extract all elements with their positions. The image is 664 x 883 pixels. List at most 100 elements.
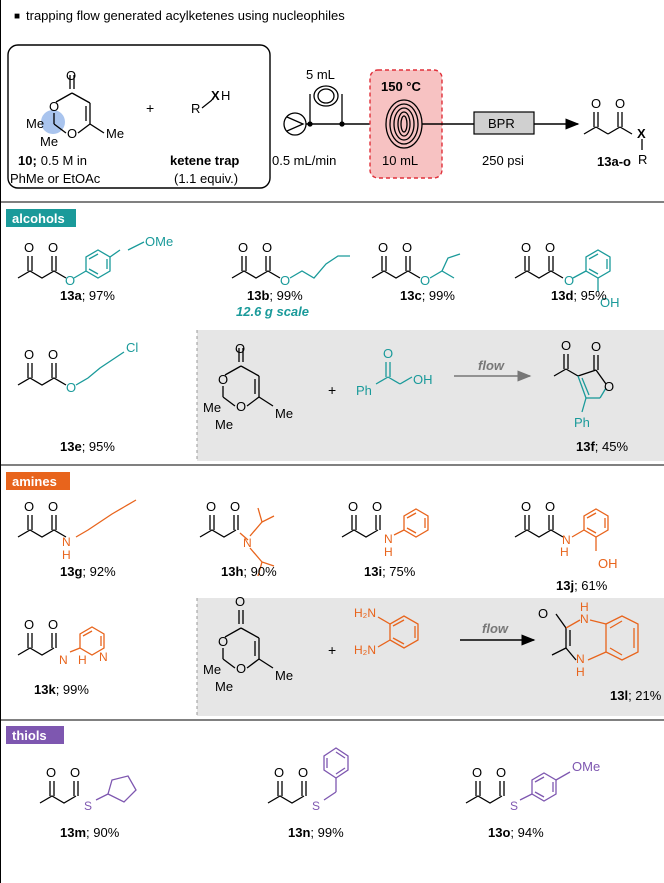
atom-O: O <box>218 634 228 649</box>
panel-13f <box>197 330 664 461</box>
compound-label-13o: 13o; 94% <box>488 825 544 840</box>
compound-label-13i: 13i; 75% <box>364 564 416 579</box>
atom-N: N <box>580 612 589 626</box>
pressure-label: 250 psi <box>482 153 524 168</box>
reagent-solvent: PhMe or EtOAc <box>10 171 101 186</box>
section-label: amines <box>12 474 57 489</box>
structure-13h <box>199 507 275 577</box>
atom-O: O <box>65 273 75 288</box>
atom-S: S <box>84 799 92 813</box>
hydroxyacetophenone <box>375 362 413 385</box>
reagent-box <box>7 44 271 189</box>
ph-label: Ph <box>574 415 590 430</box>
atom-N: N <box>59 653 68 667</box>
structure-13m <box>39 775 137 804</box>
compound-label-13l: 13l; 21% <box>610 688 662 703</box>
atom-O: O <box>48 347 58 362</box>
me-label: Me <box>215 417 233 432</box>
atom-O: O <box>472 765 482 780</box>
atom-N: N <box>243 536 252 550</box>
atom-N: N <box>99 650 108 664</box>
bpr-box <box>473 111 535 135</box>
substituent-OH: OH <box>600 295 620 310</box>
atom-O: O <box>564 273 574 288</box>
trap-equiv: (1.1 equiv.) <box>174 171 238 186</box>
dioxinone-13f <box>222 348 274 407</box>
compound-label-13g: 13g; 92% <box>60 564 116 579</box>
substituent-OH: OH <box>598 556 618 571</box>
structure-13d <box>514 249 611 292</box>
atom-O: O <box>348 499 358 514</box>
benzodiazepinone-13l <box>551 613 639 661</box>
atom-O: O <box>238 240 248 255</box>
structure-13k <box>17 626 105 656</box>
atom-N: N <box>562 533 571 547</box>
compound-label-13k: 13k; 99% <box>34 682 89 697</box>
atom-O: O <box>48 499 58 514</box>
compound-label-13c: 13c; 99% <box>400 288 455 303</box>
arrow-label: flow <box>482 621 509 636</box>
structure-13o <box>465 771 571 804</box>
atom-S: S <box>510 799 518 813</box>
dioxinone-13l <box>222 610 274 669</box>
atom-O: O <box>496 765 506 780</box>
me-label: Me <box>106 126 124 141</box>
pump-icon <box>283 112 307 136</box>
section-badge-thiols <box>6 726 64 744</box>
atom-O: O <box>604 379 614 394</box>
substituent-Cl: Cl <box>126 340 138 355</box>
atom-O: O <box>66 380 76 395</box>
atom-O: O <box>24 617 34 632</box>
atom-O: O <box>383 346 393 361</box>
plus-sign: + <box>328 642 336 658</box>
atom-H: H <box>560 545 569 559</box>
atom-H: H <box>62 548 71 562</box>
x-label: X <box>211 88 220 103</box>
product-x: X <box>637 126 646 141</box>
atom-O: O <box>218 372 228 387</box>
structure-13j <box>514 508 609 551</box>
atom-O: O <box>67 126 77 141</box>
atom-O: O <box>372 499 382 514</box>
reactor-volume: 10 mL <box>382 153 418 168</box>
me-label: Me <box>40 134 58 149</box>
product-id: 13a-o <box>597 154 631 169</box>
atom-O: O <box>521 499 531 514</box>
atom-O: O <box>46 765 56 780</box>
atom-O: O <box>48 240 58 255</box>
atom-O: O <box>236 661 246 676</box>
compound-label-13j: 13j; 61% <box>556 578 608 593</box>
atom-H: H <box>576 665 585 679</box>
atom-O: O <box>615 96 625 111</box>
structure-13a <box>17 249 121 279</box>
atom-O: O <box>206 499 216 514</box>
section-label: thiols <box>12 728 47 743</box>
me-label: Me <box>26 116 44 131</box>
substituent-OMe: OMe <box>572 759 600 774</box>
compound-label-13d: 13d; 95% <box>551 288 607 303</box>
structure-13b <box>231 255 350 279</box>
atom-O: O <box>70 765 80 780</box>
atom-H: H <box>384 545 393 559</box>
header-bullet: ■ <box>14 11 20 22</box>
coil-icon <box>307 85 345 127</box>
flow-rate: 0.5 mL/min <box>272 153 336 168</box>
structure-13c <box>371 253 461 279</box>
atom-O: O <box>230 499 240 514</box>
atom-O: O <box>521 240 531 255</box>
structure-13g <box>17 499 137 538</box>
atom-O: O <box>402 240 412 255</box>
structure-13n <box>267 747 349 804</box>
atom-N: N <box>384 532 393 546</box>
atom-O: O <box>280 273 290 288</box>
trap-label: ketene trap <box>170 153 239 168</box>
atom-S: S <box>312 799 320 813</box>
ph-label: Ph <box>356 383 372 398</box>
atom-O: O <box>298 765 308 780</box>
atom-H: H <box>78 653 87 667</box>
atom-N: N <box>62 535 71 549</box>
atom-O: O <box>591 339 601 354</box>
plus-sign: + <box>146 100 154 116</box>
reactor-temp: 150 °C <box>381 79 422 94</box>
